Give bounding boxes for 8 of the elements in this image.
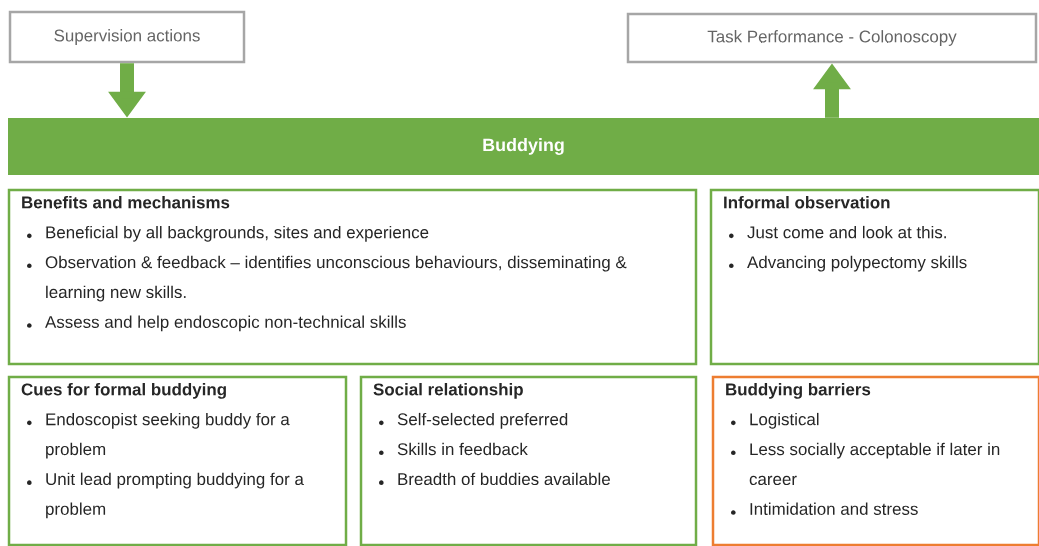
theme-box: Buddying barriers Logistical Less socially acceptable if later in career Intimidation and stress bbox=[711, 375, 1039, 546]
theme-box: Informal observation Just come and look at this. Advancing polypectomy skills bbox=[709, 188, 1039, 366]
heading-box: Supervision actions bbox=[8, 10, 246, 64]
banner-bar: Buddying bbox=[8, 118, 1039, 175]
heading-box: Task Performance - Colonoscopy bbox=[626, 12, 1038, 64]
theme-box: Social relationship Self-selected preferred Skills in feedback Breadth of buddies available bbox=[359, 375, 698, 546]
theme-box: Cues for formal buddying Endoscopist seeking buddy for a problem Unit lead prompting buddying for a problem bbox=[7, 375, 348, 546]
theme-box: Benefits and mechanisms Beneficial by all backgrounds, sites and experience Observation & feedback – identifies unconscious behaviours, disseminating & learning new skills. Assess and help endoscopic non-technical skills bbox=[7, 188, 698, 366]
